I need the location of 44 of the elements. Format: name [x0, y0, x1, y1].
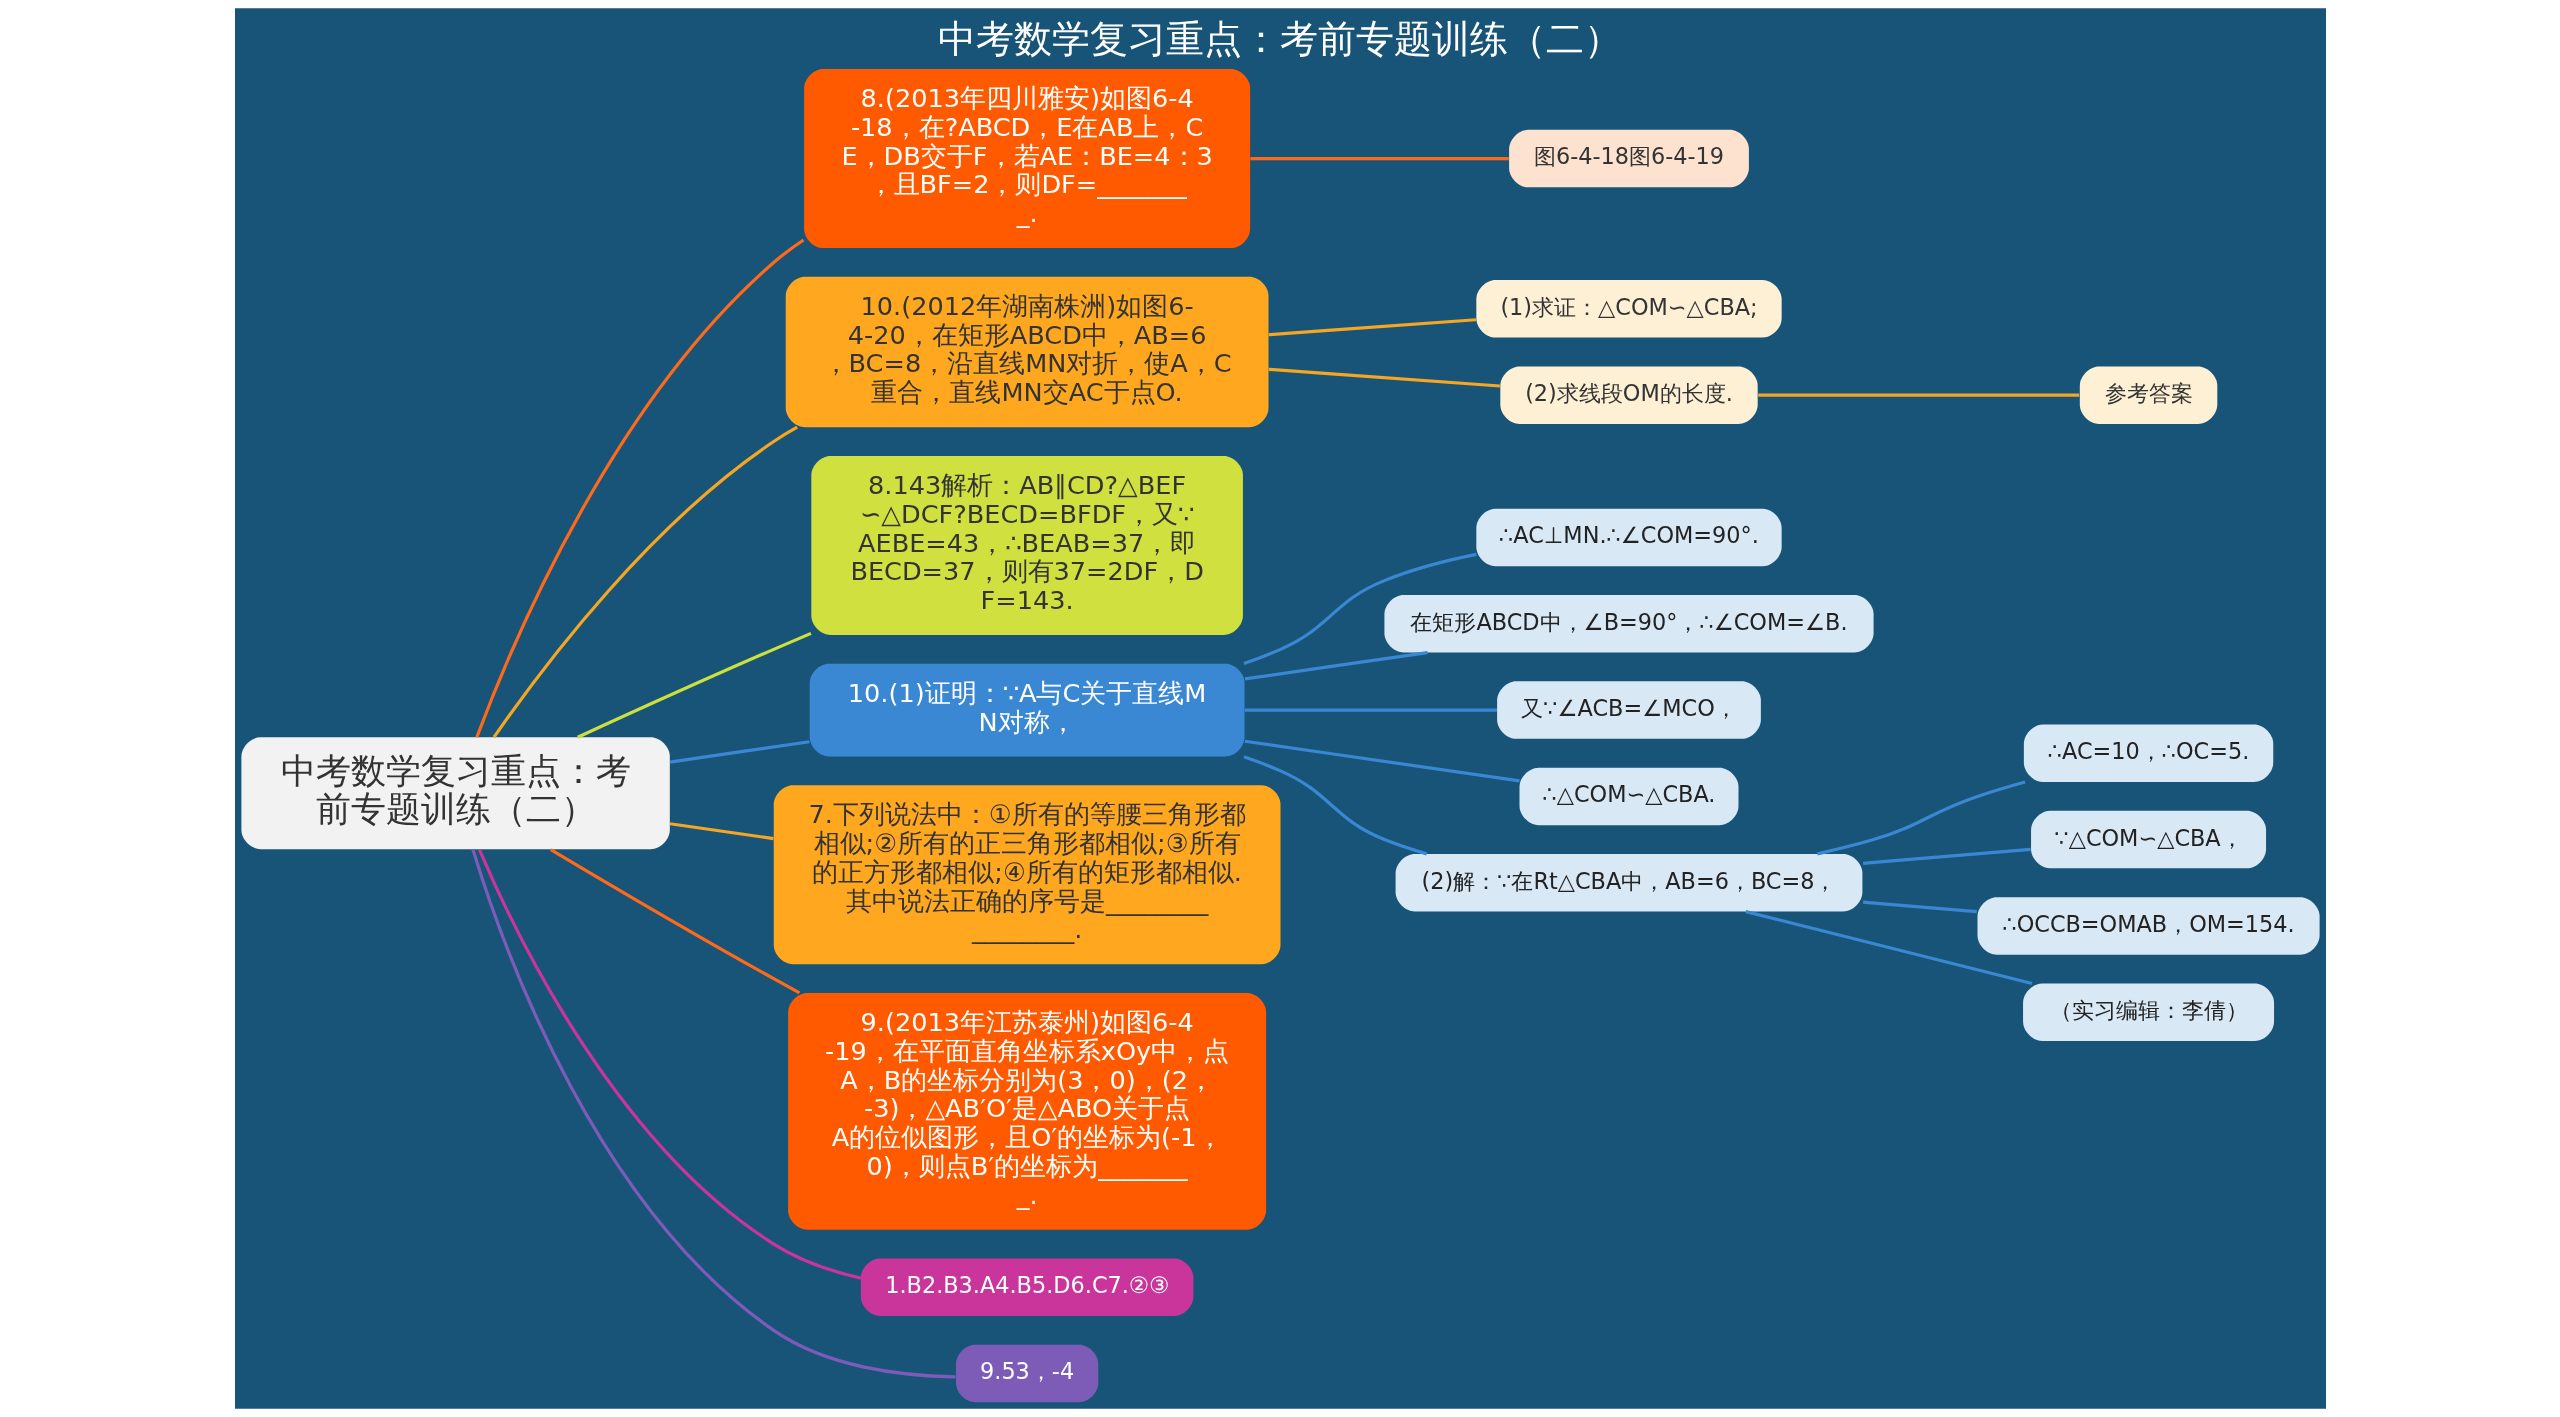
node-box: ∵△COM∽△CBA， — [2030, 810, 2266, 869]
node-box: （实习编辑：李倩） — [2022, 983, 2274, 1041]
connector — [549, 848, 800, 995]
node-box: 9.(2013年江苏泰州)如图6-4-19，在平面直角坐标系xOy中，点A，B的坐标分别为(3，0)，(2，-3)，△AB′O′是△ABO关于点A的位似图形，且O′的坐标为(-1，0)，则点B′的坐标为________. — [787, 993, 1266, 1230]
node-box: ∴OCCB=OMAB，OM=154. — [1977, 897, 2320, 955]
connector — [1268, 318, 1476, 337]
connector — [477, 849, 861, 1280]
node-box: 中考数学复习重点：考前专题训练（二） — [240, 737, 670, 850]
connector — [474, 238, 804, 738]
connector — [1757, 393, 2079, 397]
node-box: 1.B2.B3.A4.B5.D6.C7.②③ — [860, 1258, 1193, 1316]
node-box: ∴AC=10，∴OC=5. — [2023, 724, 2273, 783]
node-box: 参考答案 — [2079, 366, 2217, 424]
node-box: ∴△COM∽△CBA. — [1519, 767, 1738, 826]
connector — [492, 425, 798, 739]
node-box: ∴AC⊥MN.∴∠COM=90°. — [1475, 508, 1782, 567]
connector — [1862, 900, 1977, 914]
connector — [1816, 780, 2025, 856]
node-box: (2)解：∵在Rt△CBA中，AB=6，BC=8， — [1395, 853, 1862, 912]
connector — [1268, 367, 1500, 388]
connector — [1744, 910, 2032, 985]
connector — [669, 822, 774, 841]
connector — [1244, 739, 1520, 783]
diagram-title: 中考数学复习重点：考前专题训练（二） — [938, 15, 1622, 61]
node-box: 又∵∠ACB=∠MCO， — [1496, 681, 1761, 739]
connector — [470, 848, 956, 1379]
connector — [1244, 651, 1428, 681]
node-box: 10.(2012年湖南株洲)如图6-4-20，在矩形ABCD中，AB=6，BC=8，沿直线MN对折，使A，C重合，直线MN交AC于点O. — [785, 276, 1268, 428]
node-box: (2)求线段OM的长度. — [1499, 366, 1758, 424]
node-box: 7.下列说法中：①所有的等腰三角形都相似;②所有的正三角形都相似;③所有的正方形都相似;④所有的矩形都相似.其中说法正确的序号是________________. — [773, 785, 1280, 965]
node-box: 10.(1)证明：∵A与C关于直线MN对称， — [809, 663, 1245, 757]
node-box: 在矩形ABCD中，∠B=90°，∴∠COM=∠B. — [1383, 595, 1874, 653]
node-box: 8.(2013年四川雅安)如图6-4-18，在?ABCD，E在AB上，CE，DB交于F，若AE：BE=4：3，且BF=2，则DF=________. — [803, 69, 1250, 249]
node-box: (1)求证：△COM∽△CBA; — [1475, 280, 1782, 338]
connector — [1242, 755, 1427, 856]
connector — [1242, 552, 1477, 666]
node-box: 9.53，-4 — [955, 1344, 1098, 1403]
connector — [1249, 156, 1509, 161]
connector — [576, 631, 812, 739]
connector — [1862, 847, 2031, 865]
connector — [1244, 708, 1497, 712]
node-box: 图6-4-18图6-4-19 — [1508, 129, 1749, 188]
node-box: 8.143解析：AB∥CD?△BEF∽△DCF?BECD=BFDF，又∵AEBE=43，∴BEAB=37，即BECD=37，则有37=2DF，DF=143. — [810, 455, 1243, 635]
connector — [669, 740, 810, 764]
